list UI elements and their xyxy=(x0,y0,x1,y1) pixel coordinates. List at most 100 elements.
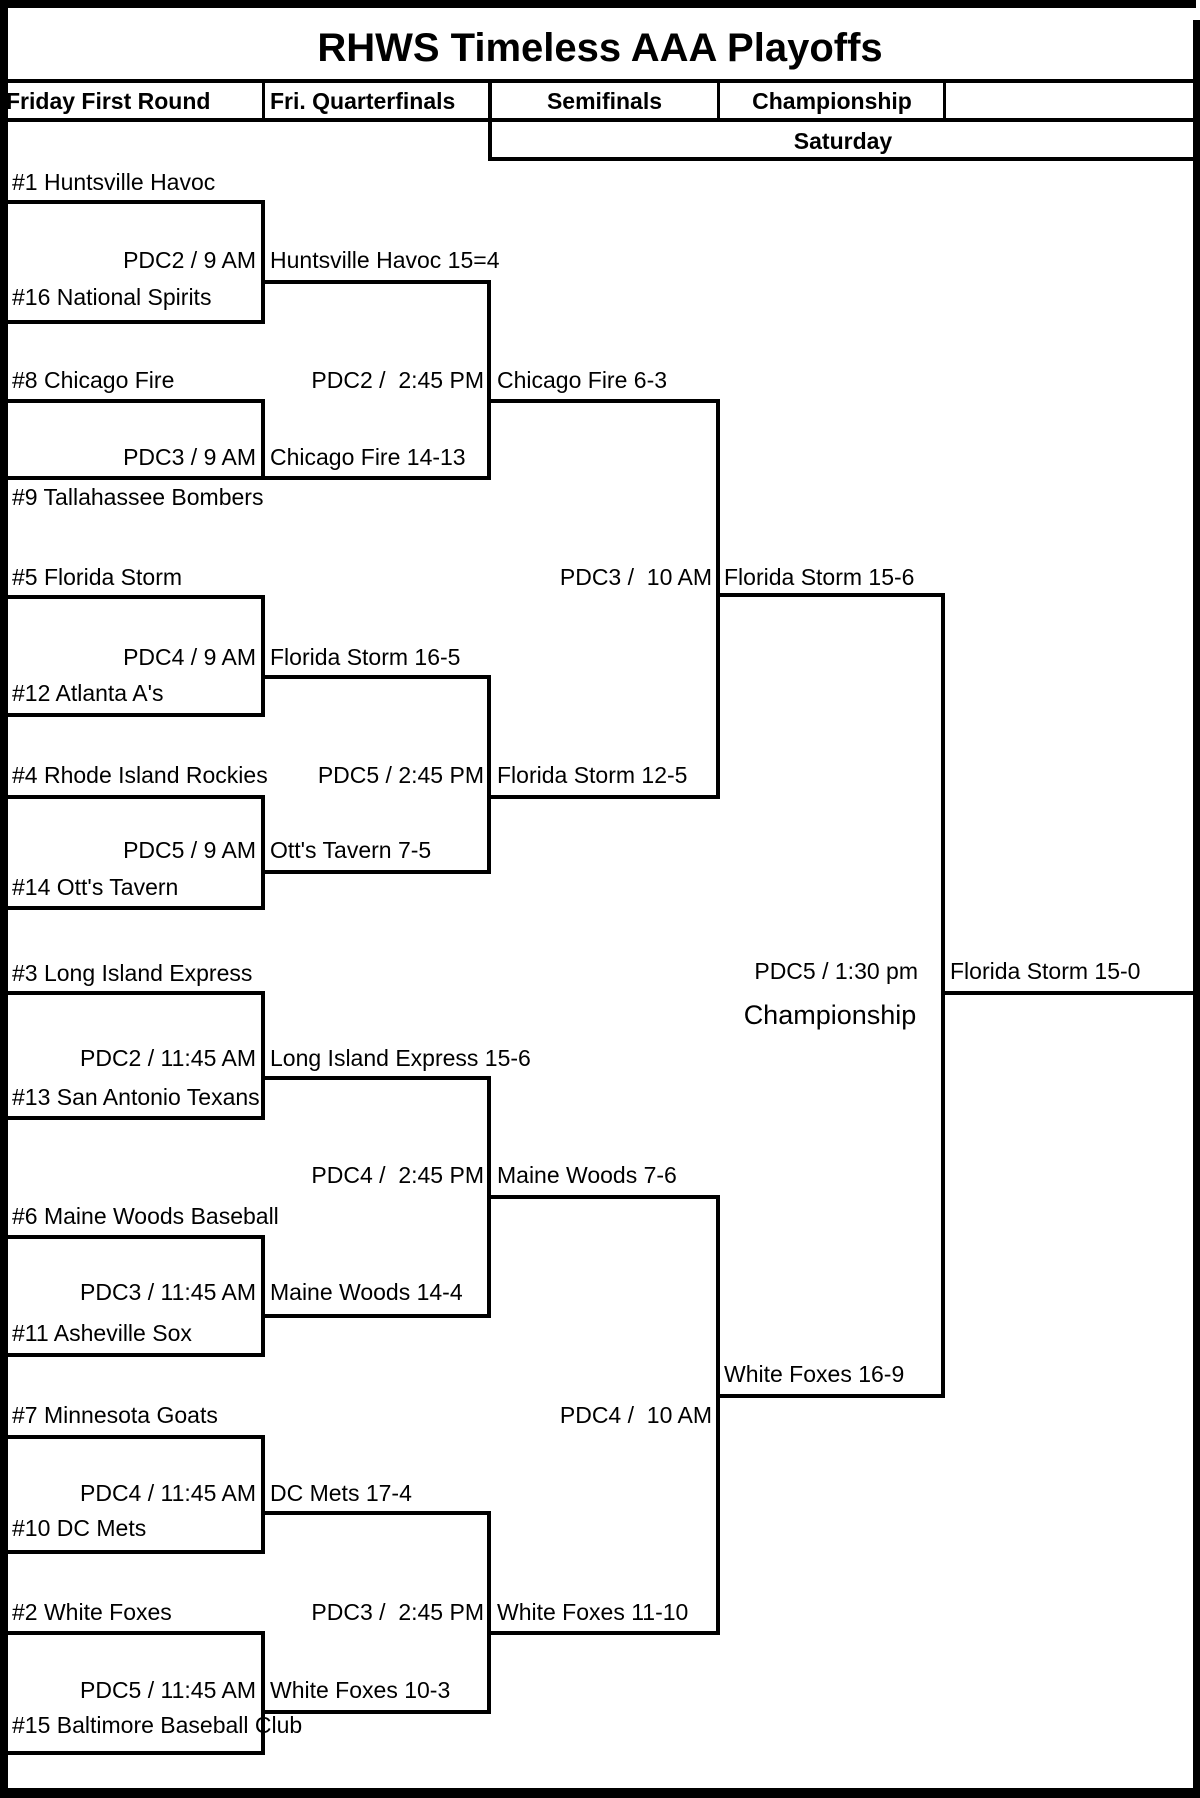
bracket-connector xyxy=(261,1235,265,1357)
bracket-line xyxy=(0,1435,265,1439)
title-underline xyxy=(0,79,1200,83)
game-info: PDC4 / 11:45 AM xyxy=(80,1480,256,1506)
bracket-line xyxy=(0,476,265,480)
bracket-line xyxy=(0,1751,265,1755)
bracket-line xyxy=(262,870,491,874)
column-header-quarterfinals: Fri. Quarterfinals xyxy=(270,88,456,114)
bracket-line xyxy=(262,280,491,284)
game-info: PDC5 / 9 AM xyxy=(123,837,256,863)
winner-team: DC Mets 17-4 xyxy=(270,1480,412,1506)
bracket-connector xyxy=(716,1195,720,1635)
bracket-line xyxy=(262,1076,491,1080)
header-underline xyxy=(0,118,1196,122)
bracket-line xyxy=(262,1511,491,1515)
winner-team: White Foxes 10-3 xyxy=(270,1677,451,1703)
border-left xyxy=(0,0,8,1798)
seed-team: #9 Tallahassee Bombers xyxy=(12,484,264,510)
bracket-line xyxy=(717,1394,945,1398)
border-top xyxy=(0,0,1196,8)
seed-team: #8 Chicago Fire xyxy=(12,367,175,393)
bracket-line xyxy=(262,476,491,480)
game-info: PDC3 / 11:45 AM xyxy=(80,1279,256,1305)
seed-team: #15 Baltimore Baseball Club xyxy=(12,1712,303,1738)
winner-team: Huntsville Havoc 15=4 xyxy=(270,247,500,273)
bracket-connector xyxy=(261,795,265,910)
championship-label: Championship xyxy=(743,1000,917,1030)
bracket-line xyxy=(0,1235,265,1239)
bracket-line xyxy=(0,1631,265,1635)
bracket-line xyxy=(488,1631,720,1635)
game-info: PDC3 / 2:45 PM xyxy=(311,1599,484,1625)
bracket-line xyxy=(0,991,265,995)
bracket-line xyxy=(488,795,720,799)
seed-team: #5 Florida Storm xyxy=(12,564,183,590)
game-info: PDC2 / 2:45 PM xyxy=(311,367,484,393)
bracket-connector xyxy=(261,200,265,324)
column-header-semifinals: Semifinals xyxy=(546,88,663,114)
winner-team: Florida Storm 16-5 xyxy=(270,644,461,670)
game-info: PDC4 / 9 AM xyxy=(123,644,256,670)
bracket-line xyxy=(0,595,265,599)
page-title: RHWS Timeless AAA Playoffs xyxy=(317,26,883,70)
bracket-line xyxy=(0,906,265,910)
winner-team: White Foxes 16-9 xyxy=(724,1361,905,1387)
bracket-connector xyxy=(941,593,945,1398)
bracket-line xyxy=(0,713,265,717)
seed-team: #14 Ott's Tavern xyxy=(12,874,179,900)
game-info: PDC4 / 2:45 PM xyxy=(311,1162,484,1188)
column-header-first-round: Friday First Round xyxy=(6,88,211,114)
bracket-line xyxy=(0,1353,265,1357)
header-separator xyxy=(717,79,720,122)
winner-team: Maine Woods 14-4 xyxy=(270,1279,463,1305)
bracket-connector xyxy=(261,1435,265,1554)
bracket-line xyxy=(0,795,265,799)
game-info: PDC3 / 9 AM xyxy=(123,444,256,470)
winner-team: White Foxes 11-10 xyxy=(497,1599,689,1625)
bracket-line xyxy=(0,200,265,204)
bracket-connector xyxy=(261,595,265,717)
header-separator xyxy=(262,79,265,122)
bracket-connector xyxy=(261,399,265,480)
bracket-line xyxy=(488,399,720,403)
bracket-line xyxy=(262,1710,491,1714)
seed-team: #3 Long Island Express xyxy=(12,960,253,986)
champion-team: Florida Storm 15-0 xyxy=(950,958,1141,984)
bracket-line xyxy=(941,991,1196,995)
seed-team: #7 Minnesota Goats xyxy=(12,1402,218,1428)
seed-team: #16 National Spirits xyxy=(12,284,212,310)
border-right xyxy=(1193,20,1200,1798)
column-header-championship: Championship xyxy=(752,88,912,114)
bracket-connector xyxy=(487,1511,491,1714)
winner-team: Long Island Express 15-6 xyxy=(270,1045,531,1071)
game-info: PDC5 / 2:45 PM xyxy=(317,762,484,788)
seed-team: #13 San Antonio Texans xyxy=(12,1084,260,1110)
seed-team: #11 Asheville Sox xyxy=(12,1320,192,1346)
winner-team: Chicago Fire 14-13 xyxy=(270,444,466,470)
saturday-underline xyxy=(490,157,1196,161)
winner-team: Maine Woods 7-6 xyxy=(497,1162,677,1188)
saturday-banner: Saturday xyxy=(793,128,893,154)
game-info: PDC5 / 11:45 AM xyxy=(80,1677,256,1703)
bracket-line xyxy=(262,1314,491,1318)
bracket-line xyxy=(0,320,265,324)
bracket-line xyxy=(262,675,491,679)
seed-team: #2 White Foxes xyxy=(12,1599,172,1625)
bracket-line xyxy=(0,1116,265,1120)
bracket-connector xyxy=(261,991,265,1120)
seed-team: #10 DC Mets xyxy=(12,1515,147,1541)
winner-team: Florida Storm 12-5 xyxy=(497,762,688,788)
winner-team: Ott's Tavern 7-5 xyxy=(270,837,432,863)
bracket-line xyxy=(488,1195,720,1199)
winner-team: Florida Storm 15-6 xyxy=(724,564,915,590)
bracket-connector xyxy=(487,675,491,874)
bracket-connector xyxy=(716,399,720,799)
bracket-line xyxy=(0,399,265,403)
game-info: PDC5 / 1:30 pm xyxy=(754,958,918,984)
border-bottom xyxy=(0,1788,1200,1798)
seed-team: #12 Atlanta A's xyxy=(12,680,164,706)
game-info: PDC4 / 10 AM xyxy=(559,1402,712,1428)
winner-team: Chicago Fire 6-3 xyxy=(497,367,668,393)
bracket-line xyxy=(0,1550,265,1554)
game-info: PDC3 / 10 AM xyxy=(559,564,712,590)
